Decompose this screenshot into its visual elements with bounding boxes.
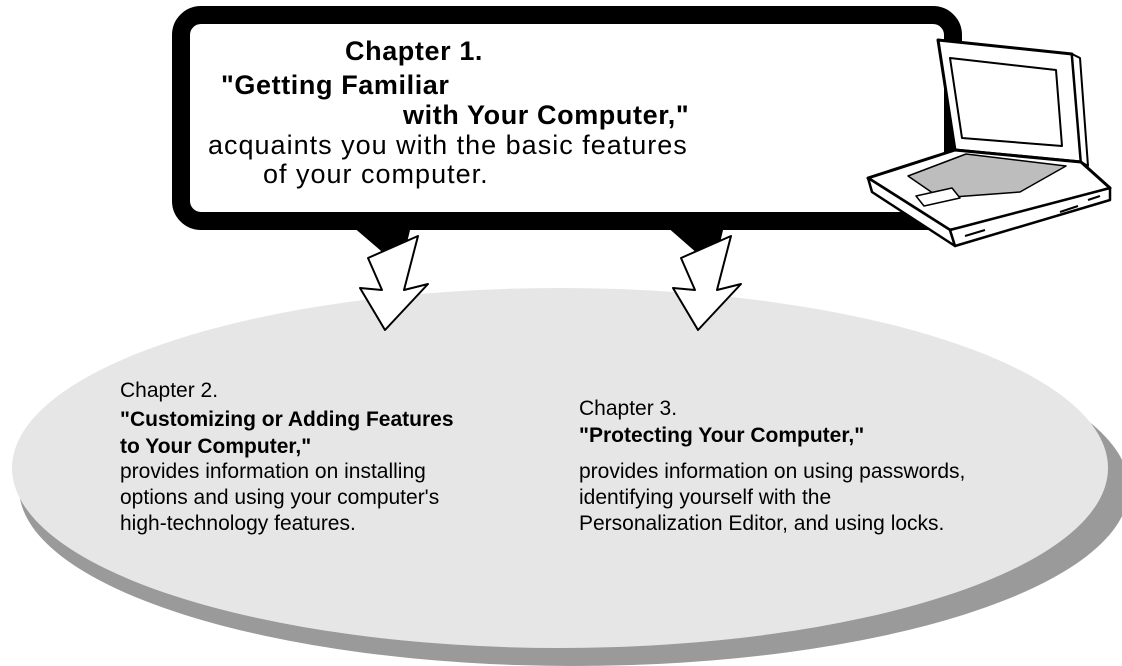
chapter2-desc-line1: provides information on installing [120,460,426,483]
down-arrow-icon [352,226,429,331]
chapter2-desc-line2: options and using your computer's [120,486,440,509]
chapter3-desc-line1: provides information on using passwords, [579,460,966,483]
chapter1-desc-line1: acquaints you with the basic features [208,130,688,160]
down-arrow-icon [666,226,742,331]
chapter1-title-line1: "Getting Familiar [221,70,450,100]
chapter1-desc-line2: of your computer. [263,159,489,189]
chapter1-heading: Chapter 1. [345,36,484,66]
chapter2-heading: Chapter 2. [120,379,219,402]
chapter2-title-line1: "Customizing or Adding Features [120,408,454,431]
laptop-illustration [866,38,1112,248]
chapter2-title-line2: to Your Computer," [120,435,312,458]
chapter2-desc-line3: high-technology features. [120,512,356,535]
chapters-ellipse [12,288,1108,648]
chapter3-desc-line2: identifying yourself with the [579,486,832,509]
chapter1-title-line2: with Your Computer," [403,100,690,130]
chapter3-title-line1: "Protecting Your Computer," [579,424,865,447]
chapter3-heading: Chapter 3. [579,397,678,420]
chapter3-desc-line3: Personalization Editor, and using locks. [579,512,945,535]
